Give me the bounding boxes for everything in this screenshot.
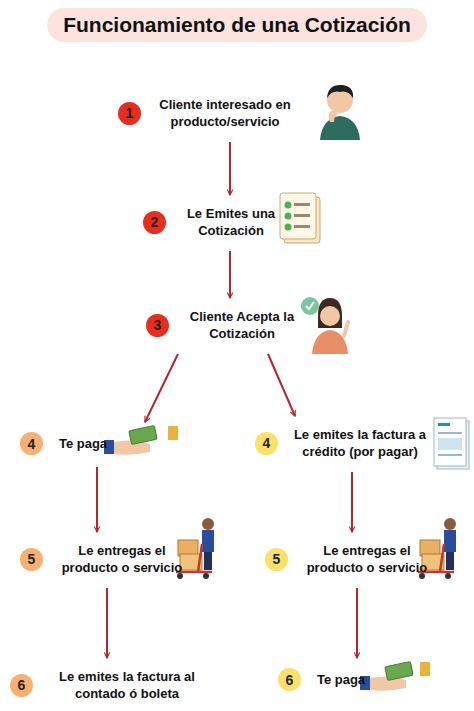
process-step: 1 Cliente interesado en producto/servicio	[118, 96, 300, 130]
checklist-document	[280, 193, 320, 243]
process-step: 4 Te paga	[20, 432, 114, 455]
step-number: 6	[10, 674, 33, 697]
process-step: 3 Cliente Acepta la Cotización	[146, 308, 306, 342]
invoice-icon	[434, 418, 469, 469]
step-label: Te paga	[310, 671, 372, 688]
step-label: Le entregas el producto o servicio	[52, 542, 192, 576]
step-number: 4	[255, 432, 278, 455]
title: Funcionamiento de una Cotización	[63, 13, 411, 36]
step-label: Le entregas el producto o servicio	[297, 542, 437, 576]
step-number: 5	[20, 548, 43, 571]
flow-arrow	[356, 588, 358, 658]
step-number: 5	[265, 548, 288, 571]
flow-arrow	[106, 588, 108, 658]
process-step: 6 Te paga	[278, 668, 372, 691]
step-label: Le Emites una Cotización	[175, 205, 287, 239]
title-pill: Funcionamiento de una Cotización	[47, 8, 427, 42]
flow-arrow	[96, 467, 98, 532]
flow-arrow	[229, 251, 231, 298]
flow-arrow	[268, 354, 295, 416]
process-step: 6 Le emites la factura al contado ó bolet…	[10, 668, 212, 702]
flow-arrow	[145, 354, 178, 422]
step-label: Le emites la factura al contado ó boleta	[42, 668, 212, 702]
payment-hand	[104, 425, 178, 454]
flow-arrow	[229, 142, 231, 195]
step-label: Le emites la factura a crédito (por paga…	[287, 426, 433, 460]
step-number: 3	[146, 314, 169, 337]
accepting-woman	[301, 297, 348, 354]
step-label: Cliente Acepta la Cotización	[178, 308, 306, 342]
process-step: 4 Le emites la factura a crédito (por pag…	[255, 426, 433, 460]
process-step: 5 Le entregas el producto o servicio	[265, 542, 437, 576]
step-number: 1	[118, 102, 141, 125]
step-label: Cliente interesado en producto/servicio	[150, 96, 300, 130]
process-step: 2 Le Emites una Cotización	[143, 205, 287, 239]
flow-arrow	[351, 472, 353, 532]
step-number: 6	[278, 668, 301, 691]
step-number: 2	[143, 211, 166, 234]
payment-hand	[360, 661, 430, 690]
thinking-man	[320, 85, 360, 140]
step-label: Te paga	[52, 435, 114, 452]
step-number: 4	[20, 432, 43, 455]
process-step: 5 Le entregas el producto o servicio	[20, 542, 192, 576]
